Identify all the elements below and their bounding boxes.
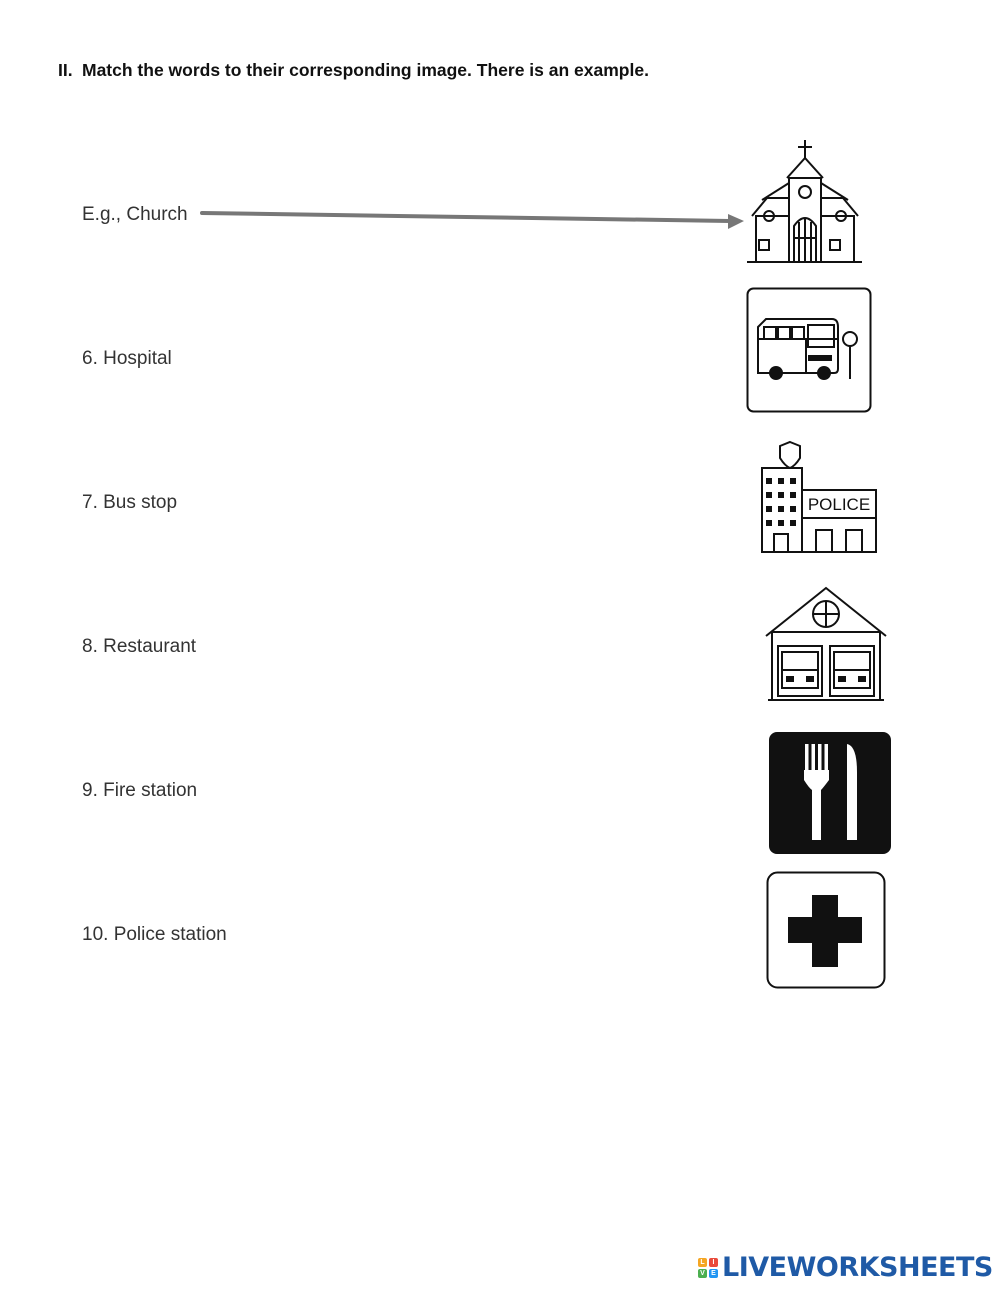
logo-mark: L I V E	[698, 1257, 718, 1278]
liveworksheets-logo: L I V E LIVEWORKSHEETS	[698, 1252, 993, 1283]
bus-stop-icon[interactable]	[746, 287, 872, 413]
example-arrow	[200, 211, 744, 229]
word-restaurant[interactable]: 8. Restaurant	[82, 636, 197, 657]
hospital-icon[interactable]	[766, 871, 886, 989]
instruction-text: Match the words to their corresponding i…	[82, 60, 649, 80]
word-police-station[interactable]: 10. Police station	[82, 924, 227, 945]
fire-station-icon[interactable]	[764, 586, 888, 704]
word-hospital[interactable]: 6. Hospital	[82, 348, 172, 369]
word-fire-station[interactable]: 9. Fire station	[82, 780, 198, 801]
instruction-number: II.	[58, 60, 73, 80]
church-icon[interactable]	[742, 138, 862, 264]
instruction: II. Match the words to their correspondin…	[58, 60, 649, 81]
word-example-church: E.g., Church	[82, 204, 188, 225]
brand-text: LIVEWORKSHEETS	[722, 1252, 993, 1283]
police-sign-text: POLICE	[808, 495, 870, 514]
word-bus-stop[interactable]: 7. Bus stop	[82, 492, 178, 513]
police-station-icon[interactable]: POLICE	[760, 438, 880, 554]
restaurant-icon[interactable]	[769, 732, 891, 854]
